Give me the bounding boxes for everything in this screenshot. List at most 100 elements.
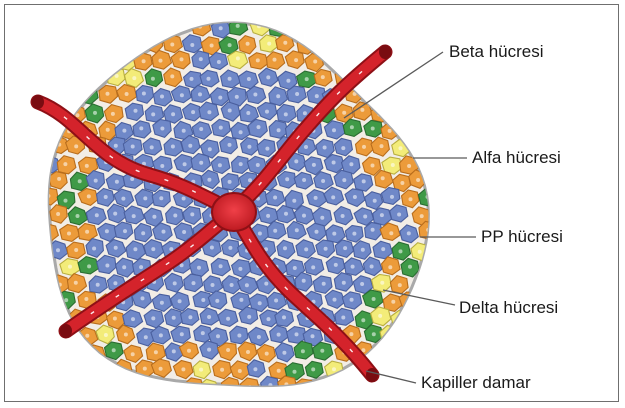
cell-nucleus [247, 77, 251, 81]
cell-nucleus [390, 195, 394, 199]
cell-nucleus [169, 247, 173, 251]
cell-nucleus [132, 76, 136, 80]
cell-nucleus [284, 112, 288, 116]
cell-nucleus [207, 315, 211, 319]
cell-nucleus [302, 178, 306, 182]
cell-nucleus [95, 213, 99, 217]
cell-nucleus [253, 93, 257, 97]
cell-nucleus [380, 281, 384, 285]
cell-nucleus [85, 334, 89, 338]
cell-nucleus [228, 109, 232, 113]
cell-nucleus [301, 349, 305, 353]
cell-nucleus [257, 335, 261, 339]
cell-nucleus [387, 332, 391, 336]
cell-nucleus [302, 279, 306, 283]
islet-cell [86, 345, 106, 362]
cell-nucleus [142, 59, 146, 63]
cell-nucleus [87, 194, 91, 198]
cell-nucleus [84, 297, 88, 301]
cell-nucleus [159, 196, 163, 200]
cell-nucleus [294, 58, 298, 62]
cell-nucleus [228, 246, 232, 250]
cell-nucleus [130, 177, 134, 181]
cell-nucleus [341, 316, 345, 320]
cell-nucleus [397, 213, 401, 217]
cell-nucleus [416, 178, 420, 182]
cell-nucleus [139, 126, 143, 130]
cell-nucleus [162, 230, 166, 234]
islet-cell [371, 106, 390, 122]
cell-nucleus [237, 334, 241, 338]
capillary-opening [366, 368, 378, 382]
cell-nucleus [76, 214, 80, 218]
cell-nucleus [172, 316, 176, 320]
cell-nucleus [56, 212, 60, 216]
cell-nucleus [94, 179, 98, 183]
cell-nucleus [371, 164, 375, 168]
label-pp-cell: PP hücresi [481, 227, 563, 247]
label-delta-cell: Delta hücresi [459, 298, 558, 318]
cell-nucleus [371, 127, 375, 131]
cell-nucleus [332, 367, 336, 371]
cell-nucleus [247, 145, 251, 149]
cell-nucleus [391, 300, 395, 304]
cell-nucleus [207, 178, 211, 182]
cell-nucleus [78, 179, 82, 183]
cell-nucleus [112, 348, 116, 352]
cell-nucleus [407, 231, 411, 235]
cell-nucleus [378, 314, 382, 318]
cell-nucleus [282, 315, 286, 319]
capillary-junction [212, 193, 256, 231]
cell-nucleus [207, 387, 211, 391]
cell-nucleus [236, 56, 240, 60]
cell-nucleus [159, 367, 163, 371]
cell-nucleus [304, 145, 308, 149]
cell-nucleus [68, 265, 72, 269]
cell-nucleus [294, 159, 298, 163]
cell-nucleus [265, 110, 269, 114]
cell-nucleus [264, 282, 268, 286]
cell-nucleus [122, 129, 126, 133]
cell-nucleus [304, 247, 308, 251]
cell-nucleus [312, 163, 316, 167]
cell-nucleus [190, 77, 194, 81]
cell-nucleus [191, 110, 195, 114]
cell-nucleus [182, 197, 186, 201]
cell-nucleus [388, 265, 392, 269]
cell-nucleus [277, 369, 281, 373]
cell-nucleus [215, 299, 219, 303]
cell-nucleus [182, 230, 186, 234]
cell-nucleus [331, 195, 335, 199]
cell-nucleus [190, 212, 194, 216]
cell-nucleus [373, 199, 377, 203]
cell-nucleus [246, 42, 250, 46]
cell-nucleus [283, 246, 287, 250]
cell-nucleus [151, 112, 155, 116]
cell-nucleus [311, 334, 315, 338]
cell-nucleus [210, 246, 214, 250]
cell-nucleus [151, 247, 155, 251]
cell-nucleus [187, 349, 191, 353]
cell-nucleus [104, 195, 108, 199]
cell-nucleus [160, 301, 164, 305]
cell-nucleus [106, 92, 110, 96]
cell-nucleus [321, 75, 325, 79]
cell-nucleus [113, 317, 117, 321]
cell-nucleus [349, 332, 353, 336]
cell-nucleus [201, 298, 205, 302]
cell-nucleus [105, 264, 109, 268]
cell-nucleus [226, 348, 230, 352]
cell-nucleus [332, 232, 336, 236]
cell-nucleus [92, 247, 96, 251]
cell-nucleus [351, 265, 355, 269]
cell-nucleus [323, 146, 327, 150]
cell-nucleus [313, 60, 317, 64]
capillary-opening [32, 95, 44, 109]
cell-nucleus [257, 125, 261, 129]
cell-nucleus [182, 129, 186, 133]
label-alfa-cell: Alfa hücresi [472, 148, 561, 168]
label-beta-cell: Beta hücresi [449, 42, 544, 62]
cell-nucleus [190, 43, 194, 47]
cell-nucleus [93, 111, 97, 115]
capillary-opening [379, 45, 391, 59]
